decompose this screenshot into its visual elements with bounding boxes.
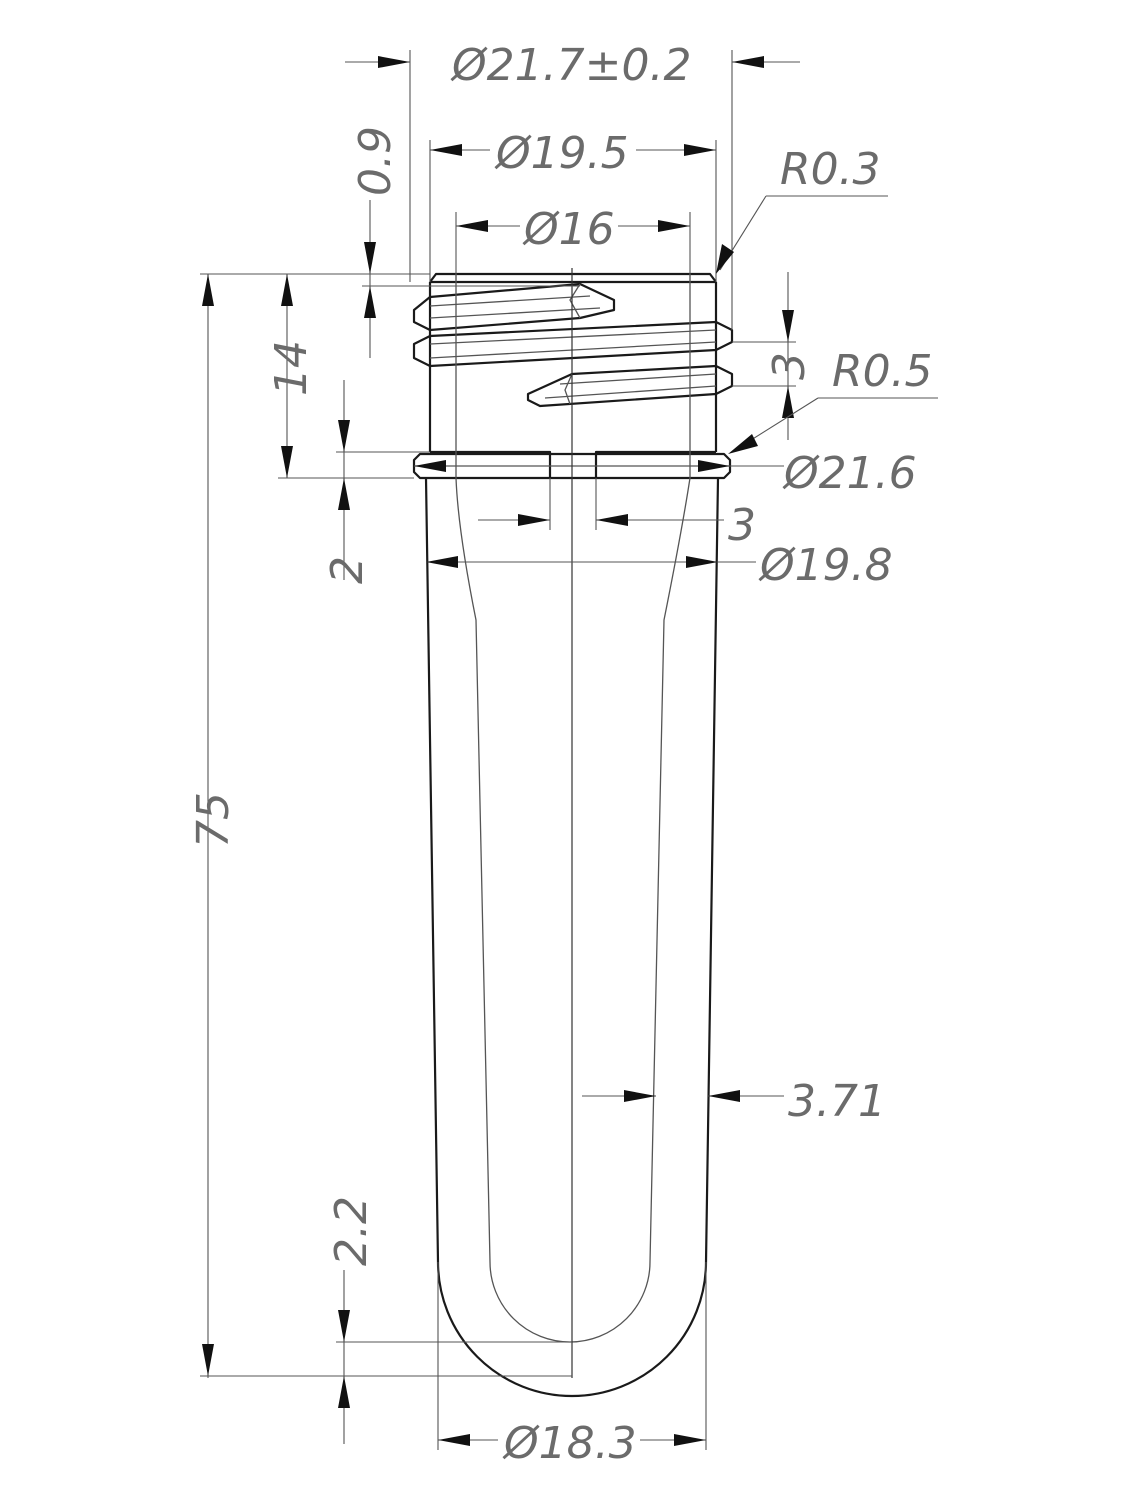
- arrow: [426, 556, 458, 568]
- arrow: [338, 420, 350, 452]
- arrow: [624, 1090, 656, 1102]
- thread-upper-line: [429, 295, 591, 307]
- dim-label-75: 75: [188, 792, 239, 848]
- arrow: [202, 1344, 214, 1376]
- dim-label-21-7: Ø21.7±0.2: [450, 40, 691, 91]
- arrow: [658, 220, 690, 232]
- arrow: [732, 56, 764, 68]
- arrow: [596, 514, 628, 526]
- dim-label-0-9: 0.9: [350, 126, 401, 196]
- arrow: [686, 556, 718, 568]
- dim-label-19-5: Ø19.5: [494, 128, 629, 179]
- thread-lower-line: [559, 373, 717, 385]
- support-ring: [430, 450, 716, 478]
- arrow: [782, 386, 794, 418]
- arrow: [202, 274, 214, 306]
- thread-upper: [412, 282, 616, 332]
- thread-middle: [412, 320, 734, 368]
- neck-top: [429, 272, 717, 283]
- dim-label-16: Ø16: [522, 204, 615, 255]
- arrow: [456, 220, 488, 232]
- arrow: [716, 244, 734, 274]
- dim-label-3-71: 3.71: [788, 1076, 886, 1127]
- arrow: [281, 274, 293, 306]
- body-inner: [455, 274, 691, 1343]
- arrow: [698, 460, 730, 472]
- dim-label-2: 2: [322, 556, 373, 584]
- thread-upper-tip: [569, 283, 581, 319]
- arrow: [684, 144, 716, 156]
- arrow: [364, 286, 376, 318]
- dim-label-2-2: 2.2: [326, 1196, 377, 1266]
- dim-label-18-3: Ø18.3: [502, 1418, 637, 1469]
- thread-lower: [526, 364, 734, 408]
- arrow: [338, 1310, 350, 1342]
- thread-middle-line: [429, 329, 717, 345]
- arrow: [782, 310, 794, 342]
- arrow: [378, 56, 410, 68]
- arrow: [518, 514, 550, 526]
- thread-lower-tip: [564, 373, 573, 405]
- dim-label-3-slot: 3: [728, 500, 756, 551]
- support-ring-flange: [412, 452, 732, 480]
- thread-middle-line-2: [429, 341, 717, 359]
- preform-outline: [412, 272, 734, 1398]
- arrow: [674, 1434, 706, 1446]
- dim-label-3-thread: 3: [764, 352, 815, 380]
- dim-label-14: 14: [266, 340, 317, 396]
- arrow: [708, 1090, 740, 1102]
- dim-label-r0-3: R0.3: [780, 144, 881, 195]
- arrow: [414, 460, 446, 472]
- dimension-lines: [200, 50, 938, 1450]
- body-outer: [424, 477, 720, 1398]
- arrow: [728, 434, 758, 454]
- arrow: [438, 1434, 470, 1446]
- arrow: [338, 1376, 350, 1408]
- dim-label-19-8: Ø19.8: [758, 540, 893, 591]
- arrow: [364, 242, 376, 274]
- arrow: [281, 446, 293, 478]
- dimension-labels: Ø21.7±0.2 Ø19.5 Ø16 R0.3 0.9 14 3 R0.5 Ø…: [188, 40, 933, 1469]
- arrow: [338, 478, 350, 510]
- dim-label-21-6: Ø21.6: [782, 448, 917, 499]
- arrow: [430, 144, 462, 156]
- dim-label-r0-5: R0.5: [832, 346, 933, 397]
- thread-lower-line-2: [544, 385, 717, 399]
